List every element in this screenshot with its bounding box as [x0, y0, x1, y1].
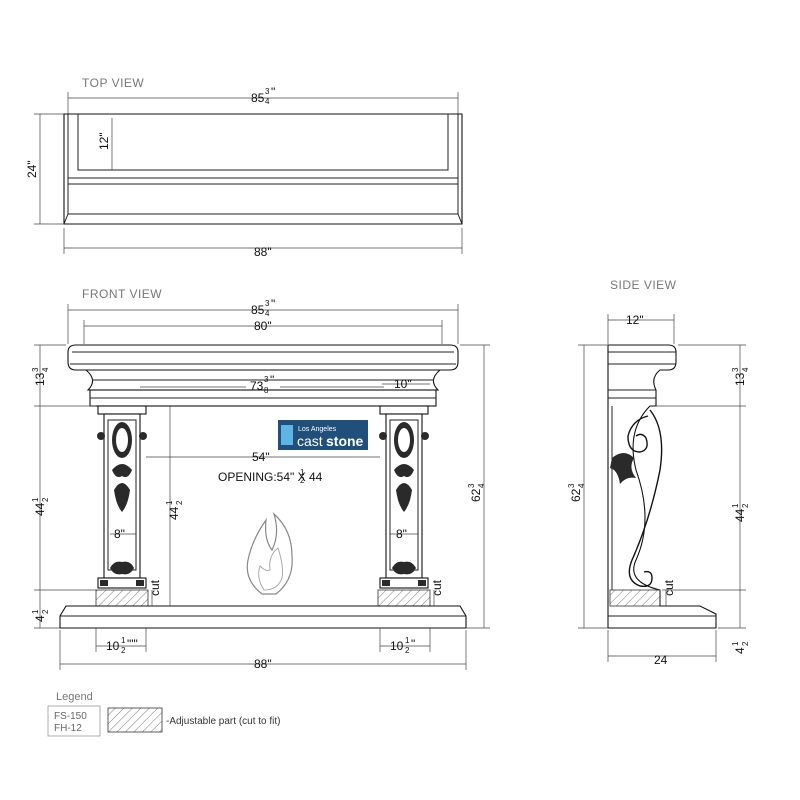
hearth-base — [59, 605, 467, 629]
side-top-height-whole: 13 — [733, 372, 747, 386]
left-cut-label: cut — [148, 579, 162, 596]
legend-code-2: FH-12 — [54, 723, 82, 734]
side-hearth-height-den: 2 — [741, 641, 750, 646]
leg-height-num: 1 — [31, 497, 40, 502]
side-base-depth: 24 — [654, 653, 668, 667]
logo-word-cast: cast — [297, 433, 323, 449]
top-height-num: 3 — [31, 367, 40, 372]
front-width-whole: 85 — [251, 303, 265, 317]
side-adjustable-part — [609, 589, 661, 607]
total-height-den: 4 — [477, 483, 486, 488]
top-width-den: 4 — [265, 97, 270, 106]
total-height-whole: 62 — [469, 488, 483, 502]
side-cut-label: cut — [662, 579, 676, 596]
front-shelf-width: 80" — [254, 319, 272, 333]
hearth-height-den: 2 — [41, 609, 50, 614]
side-view: SIDE VIEW 12" cut 62 3 4 13 — [567, 278, 750, 667]
frieze-width-whole: 73 — [250, 379, 264, 393]
side-leg-height-num: 1 — [731, 503, 740, 508]
side-leg-height-den: 2 — [741, 503, 750, 508]
front-view: FRONT VIEW 85 3 4 " 80" 73 3 8 " 10" — [31, 287, 490, 671]
opening-label-num: 1 — [300, 468, 305, 477]
total-height-num: 3 — [467, 483, 476, 488]
top-view-title: TOP VIEW — [82, 76, 144, 90]
legend-code-1: FS-150 — [54, 711, 87, 722]
inner-height-num: 1 — [165, 500, 174, 505]
right-base-whole: 10 — [390, 639, 404, 653]
top-total-width: 88" — [254, 245, 272, 259]
right-base-ornament — [392, 561, 416, 575]
right-leg — [377, 405, 431, 607]
side-leg-height-whole: 44 — [733, 508, 747, 522]
top-view: TOP VIEW 85 3 4 " 12" 24" 88" — [25, 76, 463, 259]
left-adjustable-part — [95, 589, 149, 607]
top-height-whole: 13 — [33, 372, 47, 386]
top-depth: 24" — [25, 160, 39, 178]
inner-height-whole: 44 — [167, 506, 181, 520]
opening-label-den: 2 — [300, 476, 305, 485]
legend-title: Legend — [56, 691, 93, 703]
legend-hatch-label: -Adjustable part (cut to fit) — [166, 716, 281, 727]
hearth-height-whole: 4 — [33, 615, 47, 622]
legend-hatch-swatch — [107, 707, 163, 733]
side-total-height-whole: 62 — [569, 488, 583, 502]
side-leaf-ornament — [610, 453, 636, 484]
top-inner-depth: 12" — [97, 132, 111, 150]
front-width-num: 3 — [265, 299, 270, 308]
left-base-den: 2 — [121, 646, 126, 655]
top-width-num: 3 — [265, 87, 270, 96]
leg-height-den: 2 — [41, 497, 50, 502]
right-base-den: 2 — [405, 646, 410, 655]
side-profile — [607, 344, 717, 629]
mantel-shelf — [67, 344, 459, 371]
side-depth-top: 12" — [626, 313, 644, 327]
front-width-den: 4 — [265, 309, 270, 318]
legend: Legend FS-150 FH-12 -Adjustable part (cu… — [47, 691, 281, 737]
svg-text:": " — [271, 297, 275, 311]
svg-text:": " — [271, 85, 275, 99]
opening-width: 54" — [252, 450, 270, 464]
frieze-width-num: 3 — [264, 375, 269, 384]
opening-label: OPENING:54" X 44 — [218, 470, 323, 484]
side-scroll-bracket — [627, 409, 663, 588]
flame-icon — [246, 512, 293, 595]
top-view-outline — [63, 113, 463, 225]
side-total-height-num: 3 — [567, 483, 576, 488]
top-height-den: 4 — [41, 367, 50, 372]
side-hearth-height-num: 1 — [731, 641, 740, 646]
right-base-num: 1 — [405, 636, 410, 645]
right-leg-width: 8" — [396, 527, 407, 541]
frieze-width-den: 8 — [264, 386, 269, 395]
hearth-height-num: 1 — [31, 609, 40, 614]
front-total-width: 88" — [254, 657, 272, 671]
inner-height-den: 2 — [175, 500, 184, 505]
side-hearth-height-whole: 4 — [733, 647, 747, 654]
logo-word-stone: stone — [326, 433, 364, 449]
leg-cap-width: 10" — [394, 377, 412, 391]
left-base-num: 1 — [121, 636, 126, 645]
left-leg — [95, 405, 149, 607]
svg-text:": " — [270, 373, 274, 387]
left-base-ornament — [110, 561, 134, 575]
svg-text:"'": "'" — [127, 637, 138, 651]
left-leg-width: 8" — [114, 527, 125, 541]
side-total-height-den: 4 — [577, 483, 586, 488]
logo-city: Los Angeles — [298, 426, 337, 433]
right-cut-label: cut — [430, 579, 444, 596]
side-top-height-num: 3 — [731, 367, 740, 372]
caststone-logo: Los Angeles cast stone — [278, 420, 368, 450]
leg-height-whole: 44 — [33, 502, 47, 516]
svg-text:": " — [411, 637, 415, 651]
right-adjustable-part — [377, 589, 431, 607]
side-view-title: SIDE VIEW — [610, 278, 677, 292]
left-base-whole: 10 — [106, 639, 120, 653]
side-top-height-den: 4 — [741, 367, 750, 372]
front-view-title: FRONT VIEW — [82, 287, 162, 301]
top-width-whole: 85 — [251, 91, 265, 105]
